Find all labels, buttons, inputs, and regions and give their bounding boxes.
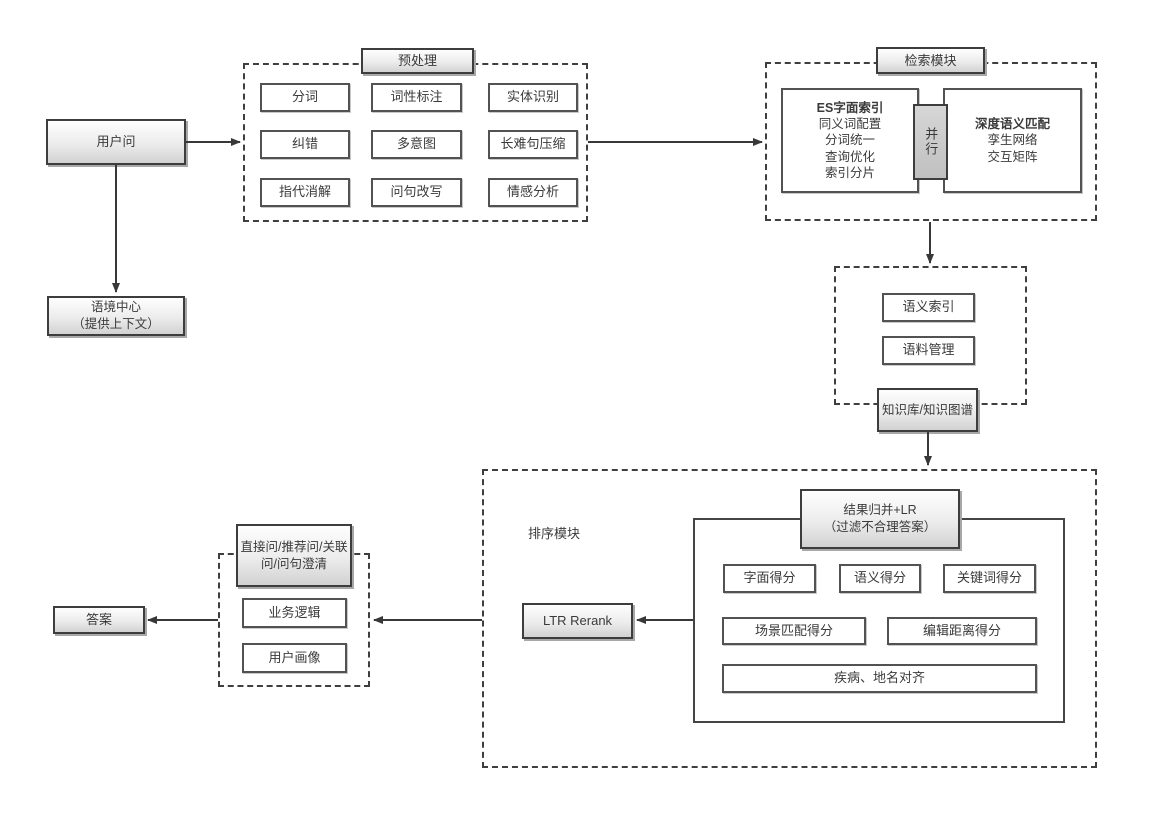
es-index-line: 查询优化 xyxy=(824,149,875,164)
score-node: 关键词得分 xyxy=(943,564,1036,593)
context-center-line2: （提供上下文） xyxy=(72,317,160,331)
preprocess-item: 分词 xyxy=(260,83,350,112)
es-index-line: 索引分片 xyxy=(824,165,875,180)
deep-match-title: 深度语义匹配 xyxy=(974,117,1050,132)
answer-label: 答案 xyxy=(85,612,112,628)
preprocess-item-label: 纠错 xyxy=(291,136,318,152)
score-label: 语义得分 xyxy=(853,570,906,586)
alignment-node: 疾病、地名对齐 xyxy=(722,664,1037,693)
preprocess-item: 实体识别 xyxy=(488,83,578,112)
parallel-node: 并行 xyxy=(913,104,948,180)
user-profile-label: 用户画像 xyxy=(268,649,321,665)
deep-match-node: 深度语义匹配 孪生网络 交互矩阵 xyxy=(943,88,1082,193)
preprocess-item: 指代消解 xyxy=(260,178,350,207)
deep-match-line: 孪生网络 xyxy=(987,133,1038,148)
context-center-line1: 语境中心 xyxy=(90,300,141,315)
semantic-index-node: 语义索引 xyxy=(882,293,975,322)
score-node: 字面得分 xyxy=(723,564,816,593)
retrieval-title-label: 检索模块 xyxy=(904,52,957,68)
alignment-label: 疾病、地名对齐 xyxy=(833,670,925,686)
deep-match-line: 交互矩阵 xyxy=(987,149,1038,164)
preprocess-item-label: 多意图 xyxy=(396,136,436,152)
knowledge-base-node: 知识库/知识图谱 xyxy=(877,388,978,432)
context-center-node: 语境中心 （提供上下文） xyxy=(47,296,185,336)
score-node: 编辑距离得分 xyxy=(887,617,1037,645)
score-label: 编辑距离得分 xyxy=(922,622,1001,638)
result-merge-line2: （过滤不合理答案） xyxy=(823,520,937,534)
corpus-management-label: 语料管理 xyxy=(902,342,955,358)
es-index-node: ES字面索引 同义词配置 分词统一 查询优化 索引分片 xyxy=(781,88,919,193)
preprocess-item-label: 长难句压缩 xyxy=(500,136,566,152)
preprocess-item-label: 情感分析 xyxy=(506,184,559,200)
preprocess-item-label: 问句改写 xyxy=(390,184,443,200)
es-index-title: ES字面索引 xyxy=(816,100,884,115)
parallel-label: 并行 xyxy=(923,127,939,157)
user-question-node: 用户问 xyxy=(46,119,186,165)
score-label: 字面得分 xyxy=(743,570,796,586)
preprocess-item: 纠错 xyxy=(260,130,350,159)
postprocess-title-label: 直接问/推荐问/关联问/问句澄清 xyxy=(240,539,348,571)
result-merge-node: 结果归并+LR （过滤不合理答案） xyxy=(800,489,960,549)
preprocess-item: 长难句压缩 xyxy=(488,130,578,159)
corpus-management-node: 语料管理 xyxy=(882,336,975,365)
preprocess-title-node: 预处理 xyxy=(361,48,474,74)
retrieval-title-node: 检索模块 xyxy=(876,47,985,74)
business-logic-node: 业务逻辑 xyxy=(242,598,347,628)
ltr-rerank-label: LTR Rerank xyxy=(542,613,613,629)
preprocess-item-label: 实体识别 xyxy=(506,89,559,105)
preprocess-item-label: 分词 xyxy=(291,89,318,105)
business-logic-label: 业务逻辑 xyxy=(268,604,321,620)
result-merge-line1: 结果归并+LR xyxy=(843,503,917,518)
preprocess-item: 词性标注 xyxy=(371,83,462,112)
preprocess-title-label: 预处理 xyxy=(397,53,437,69)
ranking-container xyxy=(482,469,1097,768)
es-index-line: 同义词配置 xyxy=(818,117,882,132)
score-label: 场景匹配得分 xyxy=(754,622,833,638)
score-label: 关键词得分 xyxy=(956,570,1022,586)
es-index-line: 分词统一 xyxy=(824,133,875,148)
knowledge-base-label: 知识库/知识图谱 xyxy=(882,402,973,417)
preprocess-item-label: 词性标注 xyxy=(390,89,443,105)
semantic-index-label: 语义索引 xyxy=(902,299,955,315)
preprocess-item-label: 指代消解 xyxy=(278,184,331,200)
ltr-rerank-node: LTR Rerank xyxy=(522,603,633,639)
ranking-module-label: 排序模块 xyxy=(528,526,581,541)
preprocess-item: 多意图 xyxy=(371,130,462,159)
score-node: 语义得分 xyxy=(839,564,921,593)
user-question-label: 用户问 xyxy=(96,134,136,150)
answer-node: 答案 xyxy=(53,606,145,634)
postprocess-title-node: 直接问/推荐问/关联问/问句澄清 xyxy=(236,524,352,587)
user-profile-node: 用户画像 xyxy=(242,643,347,673)
preprocess-item: 情感分析 xyxy=(488,178,578,207)
score-node: 场景匹配得分 xyxy=(722,617,866,645)
preprocess-item: 问句改写 xyxy=(371,178,462,207)
